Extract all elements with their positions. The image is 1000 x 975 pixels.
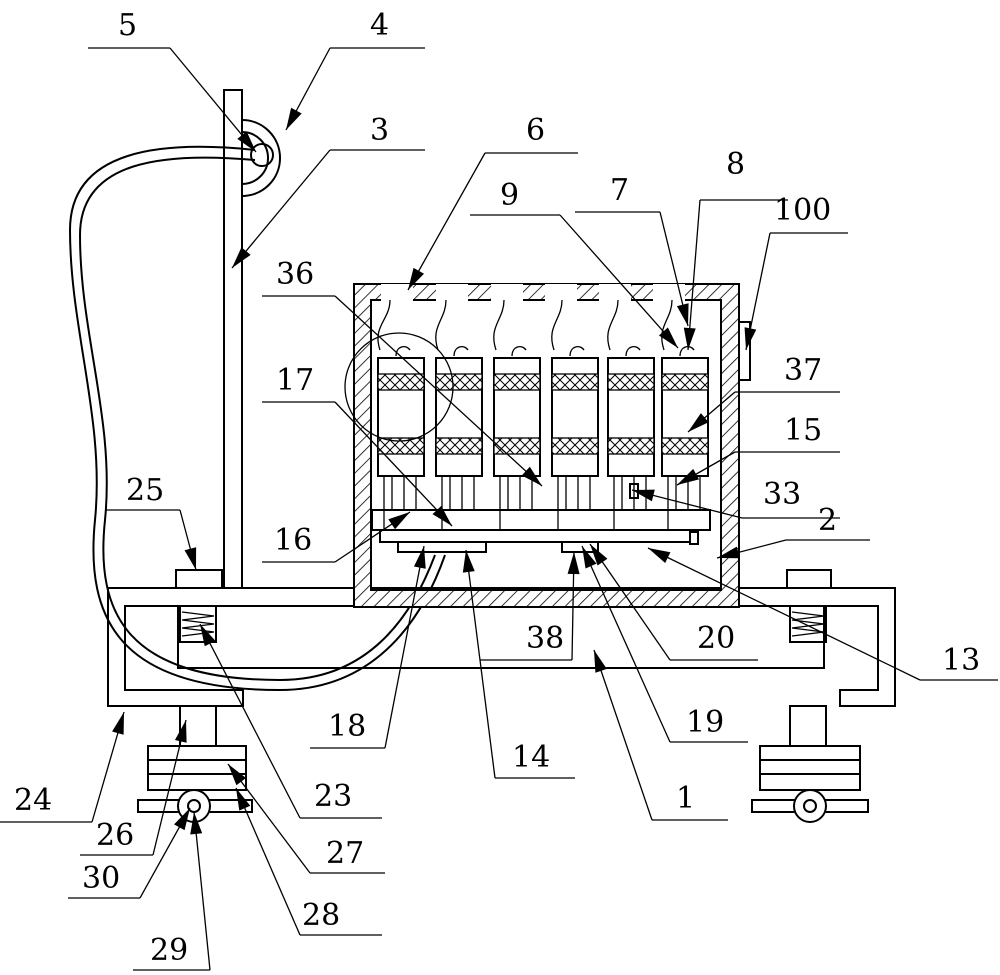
leader-2 <box>716 539 870 559</box>
pole <box>223 89 281 589</box>
leader-lines <box>0 47 998 971</box>
callout-30: 30 <box>82 861 120 896</box>
callout-7: 7 <box>610 173 629 208</box>
callout-28: 28 <box>302 898 340 933</box>
lower-rods <box>371 476 711 531</box>
bottom-tray <box>379 529 699 553</box>
leader-13 <box>647 547 998 681</box>
callout-13: 13 <box>942 643 980 678</box>
callout-36: 36 <box>276 257 314 292</box>
callout-25: 25 <box>126 473 164 508</box>
leader-5 <box>88 47 257 153</box>
callout-27: 27 <box>326 836 364 871</box>
callout-5: 5 <box>118 8 137 43</box>
leader-100 <box>744 232 848 351</box>
leader-30 <box>68 807 191 899</box>
callout-2: 2 <box>818 503 837 538</box>
leader-38 <box>480 551 580 661</box>
leader-36 <box>262 295 543 487</box>
callout-4: 4 <box>370 8 389 43</box>
callout-16: 16 <box>274 523 312 558</box>
right-wheel-assembly <box>751 705 869 823</box>
callout-33: 33 <box>763 477 801 512</box>
callout-24: 24 <box>14 783 52 818</box>
leader-15 <box>676 451 840 486</box>
leader-18 <box>310 545 426 749</box>
callout-9: 9 <box>500 178 519 213</box>
leader-7 <box>575 211 689 327</box>
leader-16 <box>262 511 411 563</box>
leader-28 <box>235 787 382 936</box>
top-openings <box>381 284 685 301</box>
callout-26: 26 <box>96 818 134 853</box>
callout-37: 37 <box>784 353 822 388</box>
leader-1 <box>593 649 728 821</box>
left-spring-block <box>175 569 223 643</box>
detail-circle <box>344 332 454 442</box>
callout-17: 17 <box>276 363 314 398</box>
leader-14 <box>462 549 575 779</box>
leader-25 <box>105 509 197 571</box>
machine-drawing <box>68 89 896 823</box>
leader-23 <box>199 623 382 819</box>
callout-15: 15 <box>784 413 822 448</box>
callout-1: 1 <box>676 781 695 816</box>
callouts: 5 4 3 6 9 7 8 100 36 37 17 15 25 33 16 2… <box>14 8 980 968</box>
callout-6: 6 <box>526 113 545 148</box>
callout-23: 23 <box>314 779 352 814</box>
leader-3 <box>231 149 425 269</box>
leader-24 <box>0 711 125 823</box>
leader-9 <box>470 214 679 349</box>
filter-columns <box>377 299 709 477</box>
callout-29: 29 <box>150 933 188 968</box>
callout-19: 19 <box>686 705 724 740</box>
leader-19 <box>581 545 748 743</box>
leader-4 <box>285 47 425 131</box>
leader-33 <box>631 489 840 519</box>
leader-26 <box>80 719 187 856</box>
base-frame <box>107 587 896 707</box>
leader-8 <box>683 199 788 351</box>
leader-17 <box>262 401 453 527</box>
leader-6 <box>407 152 578 291</box>
callout-14: 14 <box>512 740 550 775</box>
callout-20: 20 <box>697 621 735 656</box>
callout-100: 100 <box>774 193 831 228</box>
leader-37 <box>687 391 840 433</box>
leader-27 <box>227 763 385 874</box>
leader-29 <box>133 811 211 971</box>
callout-8: 8 <box>726 147 745 182</box>
callout-18: 18 <box>328 709 366 744</box>
callout-3: 3 <box>370 113 389 148</box>
left-wheel-assembly <box>137 705 253 823</box>
control-box <box>738 321 751 381</box>
hose <box>68 145 446 692</box>
callout-38: 38 <box>526 621 564 656</box>
leader-20 <box>589 543 758 661</box>
